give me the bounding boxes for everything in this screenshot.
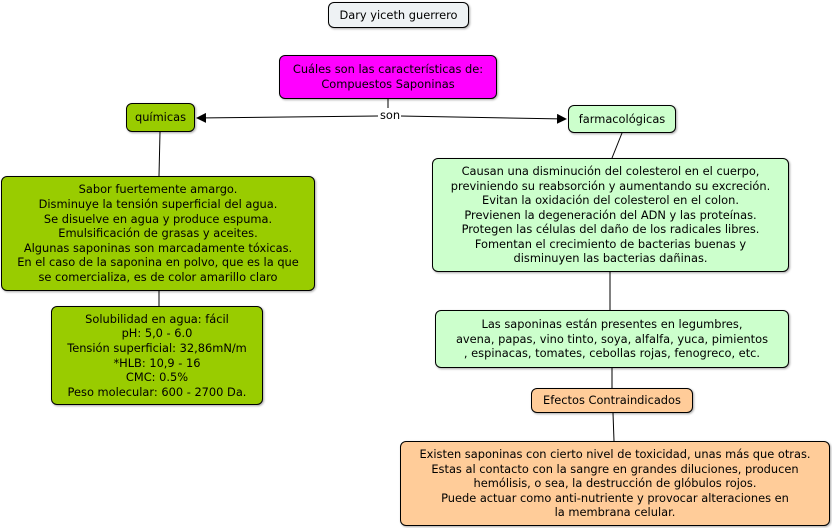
quimicas-description-box[interactable]: Sabor fuertemente amargo. Disminuye la t…: [1, 176, 315, 291]
link-quimicas-to-desc: [158, 131, 161, 177]
link-efectos-to-desc: [612, 412, 615, 442]
link-label-son: son: [379, 108, 402, 122]
efectos-description-box[interactable]: Existen saponinas con cierto nivel de to…: [400, 441, 830, 526]
farmacologicas-description-box[interactable]: Causan una disminución del colesterol en…: [432, 158, 789, 272]
link-farm-to-desc: [611, 132, 623, 159]
efectos-contraindicados-box[interactable]: Efectos Contraindicados: [531, 388, 693, 413]
quimicas-box[interactable]: químicas: [126, 103, 195, 132]
quimicas-properties-box[interactable]: Solubilidad en agua: fácil pH: 5,0 - 6.0…: [51, 306, 263, 405]
fuentes-box[interactable]: Las saponinas están presentes en legumbr…: [435, 310, 789, 368]
arrow-to-quimicas: [196, 112, 379, 123]
farmacologicas-box[interactable]: farmacológicas: [568, 105, 676, 133]
arrow-to-farmacologicas: [399, 113, 567, 124]
root-concept-box[interactable]: Cuáles son las características de: Compu…: [279, 55, 497, 99]
author-box[interactable]: Dary yiceth guerrero: [328, 2, 469, 28]
